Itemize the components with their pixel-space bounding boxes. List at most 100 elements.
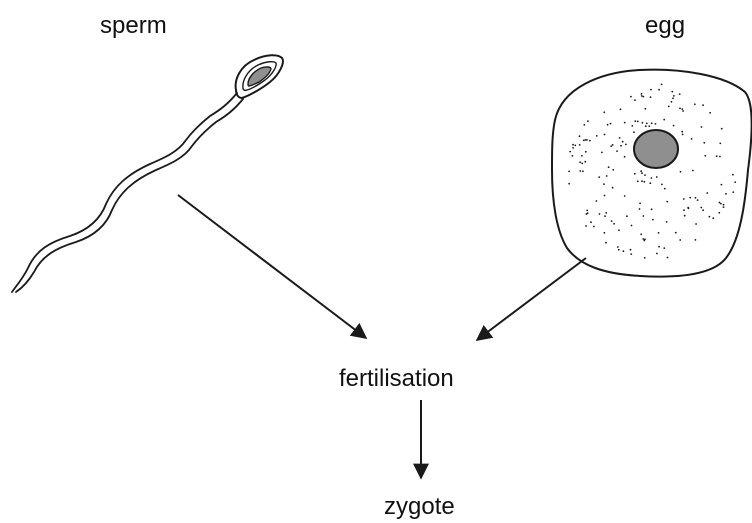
egg-dot bbox=[721, 184, 723, 186]
egg-dot bbox=[623, 250, 625, 252]
egg-dot bbox=[596, 135, 598, 137]
egg-dot bbox=[586, 139, 588, 141]
egg-dot bbox=[605, 212, 607, 214]
egg-dot bbox=[618, 229, 620, 231]
egg-dot bbox=[596, 200, 598, 202]
egg-dot bbox=[634, 99, 636, 101]
egg-dot bbox=[598, 176, 600, 178]
egg-dot bbox=[719, 156, 721, 158]
egg-dot bbox=[642, 96, 644, 98]
egg-dot bbox=[706, 192, 708, 194]
egg-icon bbox=[552, 70, 752, 277]
egg-dot bbox=[604, 215, 606, 217]
egg-dot bbox=[642, 238, 644, 240]
egg-dot bbox=[569, 151, 571, 153]
egg-dot bbox=[579, 170, 581, 172]
egg-dot bbox=[637, 121, 639, 123]
egg-dot bbox=[645, 125, 647, 127]
egg-dot bbox=[709, 112, 711, 114]
egg-dot bbox=[640, 233, 642, 235]
egg-dot bbox=[610, 123, 612, 125]
egg-dot bbox=[604, 232, 606, 234]
egg-dot bbox=[684, 215, 686, 217]
egg-dot bbox=[667, 257, 669, 259]
egg-dot bbox=[675, 232, 677, 234]
egg-dot bbox=[704, 155, 706, 157]
egg-dot bbox=[642, 122, 644, 124]
egg-dot bbox=[624, 195, 626, 197]
egg-label: egg bbox=[645, 12, 685, 39]
egg-dot bbox=[612, 187, 614, 189]
sperm-label: sperm bbox=[100, 12, 167, 39]
egg-dot bbox=[604, 134, 606, 136]
egg-dot bbox=[599, 213, 601, 215]
egg-dot bbox=[692, 170, 694, 172]
egg-dot bbox=[622, 141, 624, 143]
sperm-tail-inner bbox=[16, 99, 243, 292]
egg-dot bbox=[581, 163, 583, 165]
egg-dot bbox=[639, 203, 641, 205]
egg-dot bbox=[673, 125, 675, 127]
egg-dot bbox=[617, 246, 619, 248]
egg-dot bbox=[679, 108, 681, 110]
egg-dot bbox=[572, 144, 574, 146]
egg-dot bbox=[607, 124, 609, 126]
egg-dot bbox=[683, 198, 685, 200]
egg-dot bbox=[658, 246, 660, 248]
egg-dot bbox=[721, 128, 723, 130]
egg-dot bbox=[679, 239, 681, 241]
egg-dot bbox=[641, 172, 643, 174]
egg-dot bbox=[701, 126, 703, 128]
egg-dot bbox=[579, 135, 581, 137]
egg-dot bbox=[625, 144, 627, 146]
egg-dot bbox=[680, 171, 682, 173]
egg-dot bbox=[624, 156, 626, 158]
egg-dot bbox=[620, 108, 622, 110]
egg-dot bbox=[681, 131, 683, 133]
egg-dot bbox=[702, 209, 704, 211]
egg-dot bbox=[655, 123, 657, 125]
egg-dot bbox=[664, 188, 666, 190]
egg-dot bbox=[587, 120, 589, 122]
egg-dot bbox=[639, 208, 641, 210]
egg-dot bbox=[644, 257, 646, 259]
egg-dot bbox=[695, 223, 697, 225]
egg-dot bbox=[641, 95, 643, 97]
egg-dot bbox=[663, 247, 665, 249]
egg-dot bbox=[732, 174, 734, 176]
egg-dot bbox=[650, 96, 652, 98]
egg-dot bbox=[682, 110, 684, 112]
zygote-label: zygote bbox=[384, 493, 455, 520]
egg-dot bbox=[643, 181, 645, 183]
egg-dot bbox=[581, 155, 583, 157]
egg-dot bbox=[668, 106, 670, 108]
egg-dot bbox=[651, 122, 653, 124]
egg-dot bbox=[605, 242, 607, 244]
egg-dot bbox=[603, 111, 605, 113]
egg-dot bbox=[586, 210, 588, 212]
egg-dot bbox=[630, 249, 632, 251]
egg-dot bbox=[634, 120, 636, 122]
egg-dot bbox=[719, 143, 721, 145]
sperm-icon bbox=[12, 55, 283, 292]
egg-dot bbox=[631, 125, 633, 127]
egg-dot bbox=[606, 175, 608, 177]
arrow-sperm-to-fertilisation bbox=[178, 195, 366, 338]
egg-dot bbox=[695, 239, 697, 241]
egg-dot bbox=[612, 144, 614, 146]
egg-dot bbox=[650, 89, 652, 91]
egg-dot bbox=[719, 202, 721, 204]
egg-dot bbox=[585, 151, 587, 153]
egg-dot bbox=[631, 225, 633, 227]
egg-dot bbox=[610, 145, 612, 147]
egg-dot bbox=[572, 147, 574, 149]
egg-dot bbox=[604, 195, 606, 197]
egg-dot bbox=[619, 137, 621, 139]
egg-dot bbox=[572, 155, 574, 157]
egg-nucleus bbox=[634, 130, 678, 168]
egg-dot bbox=[723, 206, 725, 208]
egg-dot bbox=[716, 155, 718, 157]
egg-dot bbox=[672, 97, 674, 99]
egg-dot bbox=[584, 161, 586, 163]
egg-dot bbox=[612, 169, 614, 171]
